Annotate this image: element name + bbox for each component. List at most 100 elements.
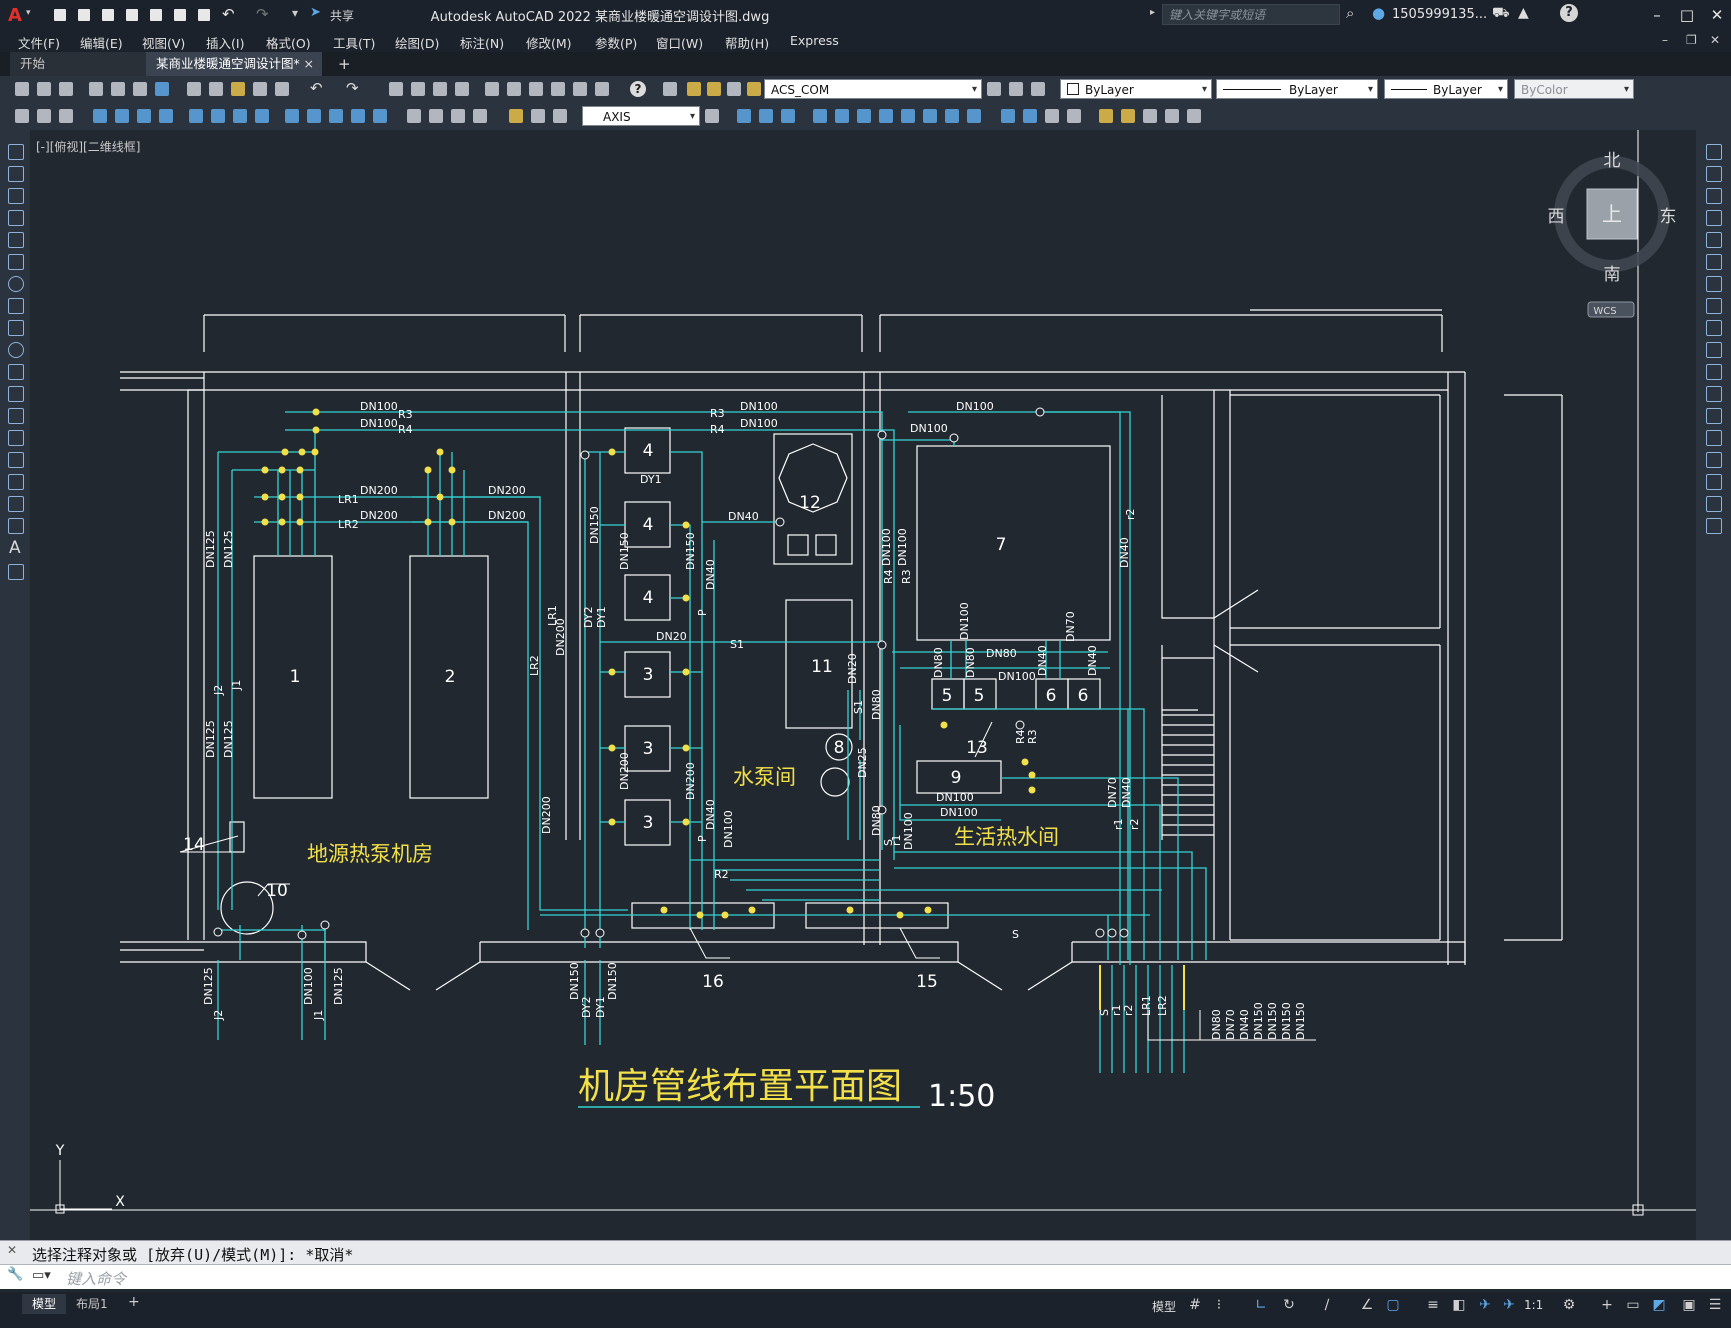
close-tab-icon[interactable]: × xyxy=(303,56,314,71)
arc-icon[interactable] xyxy=(8,254,24,270)
aligned-dim-icon[interactable] xyxy=(114,108,130,124)
doc-minimize-button[interactable]: – xyxy=(1662,33,1668,47)
new-icon[interactable] xyxy=(14,81,30,97)
polyline-icon[interactable] xyxy=(8,188,24,204)
move-icon[interactable] xyxy=(1706,254,1722,270)
annotation-scale[interactable]: 1:1 xyxy=(1524,1298,1544,1312)
modify-3-icon[interactable] xyxy=(856,108,872,124)
save-icon[interactable] xyxy=(100,7,116,23)
region-icon[interactable] xyxy=(8,496,24,512)
wcs-menu[interactable] xyxy=(1587,301,1635,318)
plot-icon[interactable] xyxy=(196,7,212,23)
gradient-icon[interactable] xyxy=(8,474,24,490)
expand-search-icon[interactable]: ▸ xyxy=(1150,7,1156,18)
search-input[interactable]: 键入关键字或短语 xyxy=(1162,4,1340,25)
autodesk-app-icon[interactable]: ▲ xyxy=(1518,5,1529,21)
menu-window[interactable]: 窗口(W) xyxy=(656,36,704,51)
modify-5-icon[interactable] xyxy=(900,108,916,124)
layer-previous-icon[interactable] xyxy=(1008,81,1024,97)
customize-command-icon[interactable]: 🔧 xyxy=(7,1267,24,1282)
tab-drawing[interactable]: 某商业楼暖通空调设计图* × xyxy=(146,52,322,76)
tab-model[interactable]: 模型 xyxy=(22,1294,67,1314)
lineweight-dropdown[interactable]: ByLayer▾ xyxy=(1384,79,1508,99)
modify-4-icon[interactable] xyxy=(878,108,894,124)
tool-1-icon[interactable] xyxy=(14,108,30,124)
cart-icon[interactable]: ⛟ xyxy=(1492,5,1510,21)
quick-properties-icon[interactable]: ◩ xyxy=(1652,1297,1666,1313)
explode-icon[interactable] xyxy=(1706,518,1722,534)
lineweight-icon[interactable]: ≡ xyxy=(1427,1297,1439,1313)
layer-lock-icon[interactable] xyxy=(746,81,762,97)
new-layout-button[interactable]: + xyxy=(128,1294,140,1310)
scale-icon[interactable] xyxy=(1706,298,1722,314)
cut-icon[interactable] xyxy=(186,81,202,97)
diameter-dim-icon[interactable] xyxy=(232,108,248,124)
viewcube-top[interactable]: 上 xyxy=(1602,202,1622,226)
erase-icon[interactable] xyxy=(1706,144,1722,160)
tool-2-icon[interactable] xyxy=(36,108,52,124)
auto-scale-icon[interactable]: ✈ xyxy=(1503,1297,1515,1313)
app-menu-dropdown-icon[interactable]: ▾ xyxy=(26,8,31,18)
layer-thaw-icon[interactable] xyxy=(706,81,722,97)
command-input[interactable]: 键入命令 xyxy=(66,1270,127,1288)
copy-object-icon[interactable] xyxy=(1706,166,1722,182)
menu-parametric[interactable]: 参数(P) xyxy=(595,36,638,51)
block-editor-icon[interactable] xyxy=(274,81,290,97)
insert-3-icon[interactable] xyxy=(1142,108,1158,124)
osnap-tracking-icon[interactable]: ∕ xyxy=(1324,1297,1330,1313)
new-file-icon[interactable] xyxy=(52,7,68,23)
maximize-button[interactable]: □ xyxy=(1679,6,1695,24)
render-4-icon[interactable] xyxy=(1066,108,1082,124)
publish-icon[interactable] xyxy=(132,81,148,97)
close-command-icon[interactable]: ✕ xyxy=(7,1243,18,1257)
angle-icon[interactable]: ∠ xyxy=(1360,1297,1374,1313)
paste-icon[interactable] xyxy=(230,81,246,97)
close-window-button[interactable]: ✕ xyxy=(1710,6,1724,24)
render-1-icon[interactable] xyxy=(1000,108,1016,124)
line-icon[interactable] xyxy=(8,144,24,160)
open-file-icon[interactable] xyxy=(76,7,92,23)
dim-text-edit-icon[interactable] xyxy=(530,108,546,124)
markup-icon[interactable] xyxy=(572,81,588,97)
break-point-icon[interactable] xyxy=(1706,386,1722,402)
plotstyle-dropdown[interactable]: ByColor▾ xyxy=(1514,79,1634,99)
menu-edit[interactable]: 编辑(E) xyxy=(80,36,123,51)
inspection-icon[interactable] xyxy=(450,108,466,124)
annotation-monitor-icon[interactable]: + xyxy=(1601,1297,1613,1313)
array-icon[interactable] xyxy=(1706,232,1722,248)
grid-icon[interactable]: # xyxy=(1189,1297,1201,1313)
pan-icon[interactable] xyxy=(388,81,404,97)
dim-style-manager-icon[interactable] xyxy=(704,108,720,124)
match-properties-icon[interactable] xyxy=(252,81,268,97)
menu-dimension[interactable]: 标注(N) xyxy=(460,36,505,51)
dimstyle-dropdown[interactable]: AXIS▾ xyxy=(582,106,700,126)
save-web-icon[interactable] xyxy=(172,7,188,23)
modify-6-icon[interactable] xyxy=(922,108,938,124)
layer-dropdown[interactable]: ACS_COM▾ xyxy=(764,79,982,99)
render-2-icon[interactable] xyxy=(1022,108,1038,124)
rotate-icon[interactable] xyxy=(1706,276,1722,292)
color-dropdown[interactable]: ByLayer▾ xyxy=(1060,79,1212,99)
design-center-icon[interactable] xyxy=(506,81,522,97)
circle-icon[interactable] xyxy=(8,276,24,292)
menu-draw[interactable]: 绘图(D) xyxy=(395,36,440,51)
center-mark-icon[interactable] xyxy=(428,108,444,124)
menu-modify[interactable]: 修改(M) xyxy=(526,36,572,51)
tab-start[interactable]: 开始 xyxy=(10,52,146,76)
viewport-controls[interactable]: [-][俯视][二维线框] xyxy=(36,140,141,154)
transparency-icon[interactable]: ◧ xyxy=(1452,1297,1466,1313)
customize-qa-dropdown-icon[interactable]: ▾ xyxy=(292,6,299,20)
command-line[interactable]: 🔧 ▭▾ 键入命令 xyxy=(0,1264,1731,1289)
ellipse-arc-icon[interactable] xyxy=(8,364,24,380)
insert-4-icon[interactable] xyxy=(1164,108,1180,124)
stretch-icon[interactable] xyxy=(1706,320,1722,336)
trim-icon[interactable] xyxy=(1706,342,1722,358)
view-2-icon[interactable] xyxy=(758,108,774,124)
plot-preview-icon[interactable] xyxy=(110,81,126,97)
insert-1-icon[interactable] xyxy=(1098,108,1114,124)
viewcube-north[interactable]: 北 xyxy=(1604,151,1621,171)
redo-icon[interactable]: ↷ xyxy=(346,79,359,97)
linear-dim-icon[interactable] xyxy=(92,108,108,124)
rectangle-icon[interactable] xyxy=(8,232,24,248)
properties-icon[interactable] xyxy=(484,81,500,97)
